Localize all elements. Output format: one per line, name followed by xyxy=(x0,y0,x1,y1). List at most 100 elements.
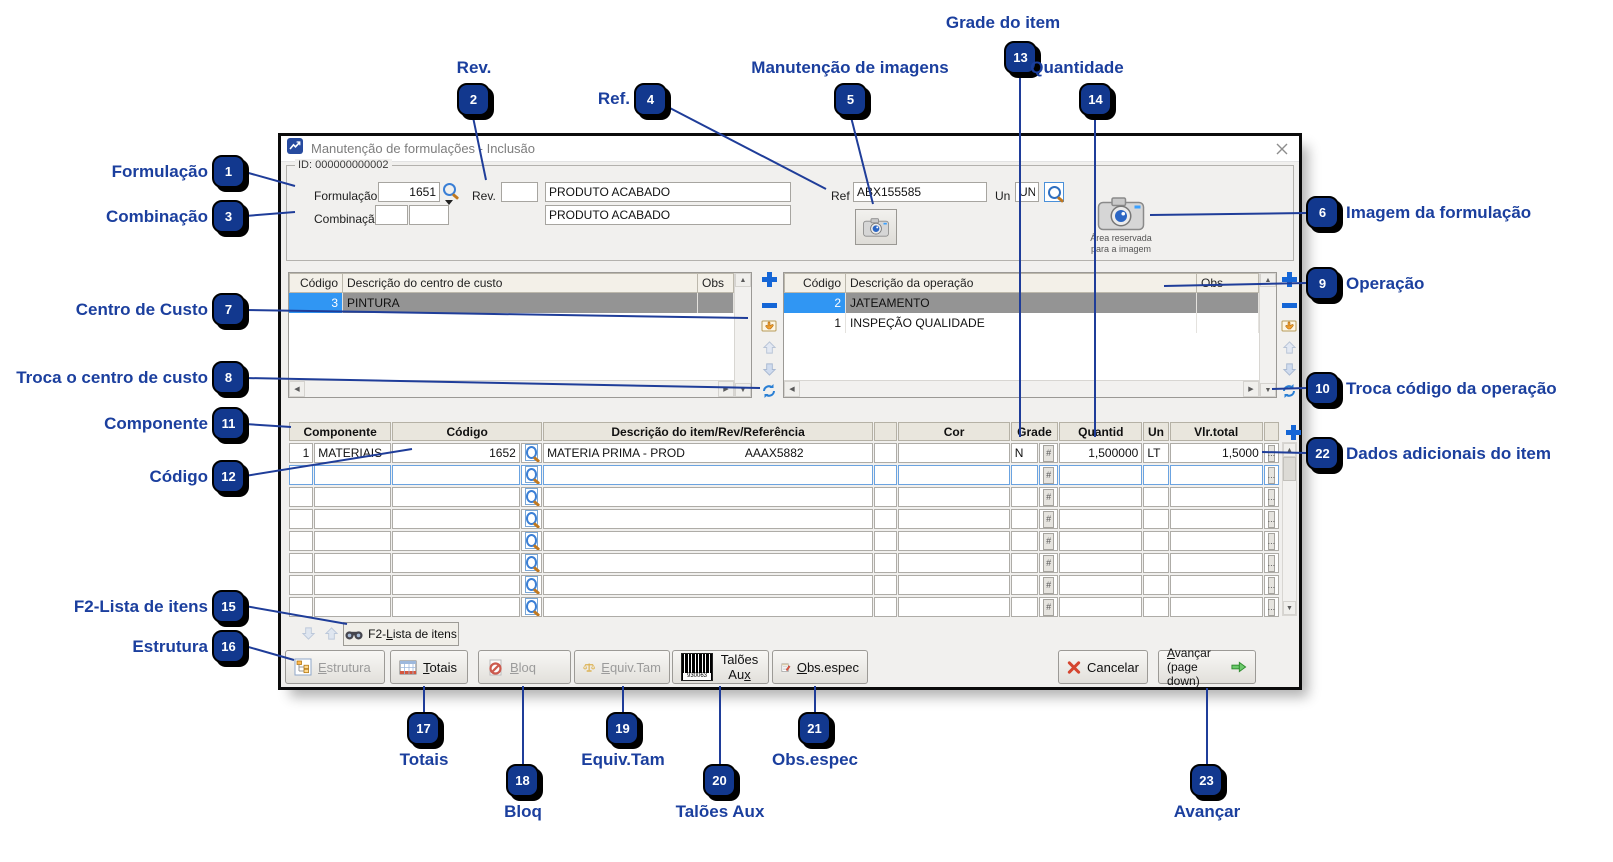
cc-add-button[interactable] xyxy=(759,270,779,288)
grid-row-active[interactable]: # ... xyxy=(289,465,1279,485)
binoculars-icon xyxy=(345,630,363,639)
op-move-up-button[interactable] xyxy=(1279,338,1299,356)
scroll-up-icon[interactable]: ▲ xyxy=(1283,443,1296,457)
avancar-button[interactable]: Avançar (page down) xyxy=(1158,646,1256,688)
grade-button[interactable]: # xyxy=(1043,488,1055,506)
item-extra-data-button[interactable]: ... xyxy=(1268,576,1275,594)
cc-move-down-button[interactable] xyxy=(759,360,779,378)
ref-input[interactable] xyxy=(853,182,987,202)
cc-edit-button[interactable] xyxy=(759,316,779,334)
item-lookup-button[interactable] xyxy=(524,444,539,461)
equiv-tam-button[interactable]: Equiv.Tam xyxy=(574,650,670,684)
grade-button[interactable]: # xyxy=(1043,532,1055,550)
grade-button[interactable]: # xyxy=(1043,576,1055,594)
grid-row[interactable]: # ... xyxy=(289,575,1279,595)
scroll-left-icon[interactable]: ◀ xyxy=(784,381,800,397)
item-lookup-button[interactable] xyxy=(524,532,539,549)
formulation-dialog: Manutenção de formulações - Inclusão ID:… xyxy=(281,136,1302,688)
scroll-down-icon[interactable]: ▼ xyxy=(735,383,751,397)
grade-button[interactable]: # xyxy=(1043,466,1055,484)
grade-button[interactable]: # xyxy=(1043,444,1055,462)
rev-input[interactable] xyxy=(501,182,538,202)
combinacao-input-1[interactable] xyxy=(375,205,408,225)
item-extra-data-button[interactable]: ... xyxy=(1268,532,1275,550)
descricao1-input[interactable] xyxy=(545,182,791,202)
formulacao-dropdown-icon[interactable] xyxy=(445,200,453,205)
dialog-titlebar[interactable]: Manutenção de formulações - Inclusão xyxy=(281,136,1299,162)
item-lookup-button[interactable] xyxy=(524,598,539,615)
search-icon xyxy=(525,556,538,569)
scroll-down-icon[interactable]: ▼ xyxy=(1260,383,1276,397)
down-arrow-icon xyxy=(762,362,776,376)
scroll-right-icon[interactable]: ▶ xyxy=(718,381,734,397)
grid-row[interactable]: # ... xyxy=(289,509,1279,529)
op-vscrollbar[interactable]: ▲ ▼ xyxy=(1259,273,1276,397)
grade-button[interactable]: # xyxy=(1043,510,1055,528)
grid-vscrollbar[interactable]: ▲ ▼ xyxy=(1282,442,1297,616)
item-lookup-button[interactable] xyxy=(524,554,539,571)
op-col-obs: Obs xyxy=(1197,273,1259,293)
plus-icon xyxy=(761,271,777,287)
item-extra-data-button[interactable]: ... xyxy=(1268,554,1275,572)
cc-remove-button[interactable] xyxy=(759,296,779,314)
grid-row[interactable]: # ... xyxy=(289,531,1279,551)
cc-vscrollbar[interactable]: ▲ ▼ xyxy=(734,273,751,397)
taloes-aux-button[interactable]: 930063 Talões Aux xyxy=(672,650,769,684)
grade-button[interactable]: # xyxy=(1043,598,1055,616)
grid-row[interactable]: # ... xyxy=(289,597,1279,617)
item-lookup-button[interactable] xyxy=(524,510,539,527)
item-extra-data-button[interactable]: ... xyxy=(1268,488,1275,506)
item-lookup-button[interactable] xyxy=(524,576,539,593)
cc-move-up-button[interactable] xyxy=(759,338,779,356)
descricao2-input[interactable] xyxy=(545,205,791,225)
grid-row[interactable]: # ... xyxy=(289,487,1279,507)
scroll-up-icon[interactable]: ▲ xyxy=(735,273,751,287)
cc-hscrollbar[interactable]: ◀ ▶ xyxy=(289,380,734,397)
item-move-up-button[interactable] xyxy=(321,624,341,642)
item-lookup-button[interactable] xyxy=(524,488,539,505)
grid-add-button[interactable] xyxy=(1282,422,1302,440)
op-swap-button[interactable] xyxy=(1279,382,1299,400)
callout-label-componente: Componente xyxy=(104,414,208,433)
item-extra-data-button[interactable]: ... xyxy=(1268,444,1275,462)
op-hscrollbar[interactable]: ◀ ▶ xyxy=(784,380,1259,397)
formulacao-input[interactable] xyxy=(378,182,440,202)
item-extra-data-button[interactable]: ... xyxy=(1268,466,1275,484)
combinacao-input-2[interactable] xyxy=(409,205,449,225)
scroll-down-icon[interactable]: ▼ xyxy=(1283,601,1296,615)
image-maintenance-button[interactable] xyxy=(855,209,897,245)
search-icon xyxy=(525,468,538,481)
estrutura-button[interactable]: Estrutura xyxy=(285,650,385,684)
item-lookup-button[interactable] xyxy=(524,466,539,483)
op-remove-button[interactable] xyxy=(1279,296,1299,314)
grade-button[interactable]: # xyxy=(1043,554,1055,572)
op-add-button[interactable] xyxy=(1279,270,1299,288)
grid-row[interactable]: # ... xyxy=(289,553,1279,573)
search-icon xyxy=(525,512,538,525)
scroll-left-icon[interactable]: ◀ xyxy=(289,381,305,397)
op-edit-button[interactable] xyxy=(1279,316,1299,334)
scroll-up-icon[interactable]: ▲ xyxy=(1260,273,1276,287)
obs-espec-button[interactable]: Obs.espec xyxy=(772,650,868,684)
formulation-image-icon[interactable] xyxy=(1097,195,1145,236)
scroll-right-icon[interactable]: ▶ xyxy=(1243,381,1259,397)
f2-item-list-tab[interactable]: F2-Lista de itens xyxy=(343,622,459,646)
operation-row[interactable]: 1 INSPEÇÃO QUALIDADE xyxy=(784,313,1259,333)
op-move-down-button[interactable] xyxy=(1279,360,1299,378)
up-arrow-icon xyxy=(762,340,776,354)
item-extra-data-button[interactable]: ... xyxy=(1268,598,1275,616)
cc-swap-button[interactable] xyxy=(759,382,779,400)
close-icon[interactable] xyxy=(1275,142,1289,156)
totais-button[interactable]: Totais xyxy=(390,650,468,684)
cancelar-button[interactable]: Cancelar xyxy=(1058,650,1148,684)
cost-center-row[interactable]: 3 PINTURA xyxy=(289,293,734,313)
item-move-down-button[interactable] xyxy=(298,624,318,642)
un-input[interactable] xyxy=(1015,182,1039,202)
un-image-lookup-button[interactable] xyxy=(1044,182,1064,202)
formulacao-lookup-icon[interactable] xyxy=(443,183,456,201)
hand-form-icon xyxy=(761,320,777,332)
bloq-button[interactable]: Bloq xyxy=(478,650,571,684)
item-extra-data-button[interactable]: ... xyxy=(1268,510,1275,528)
operation-row[interactable]: 2 JATEAMENTO xyxy=(784,293,1259,313)
